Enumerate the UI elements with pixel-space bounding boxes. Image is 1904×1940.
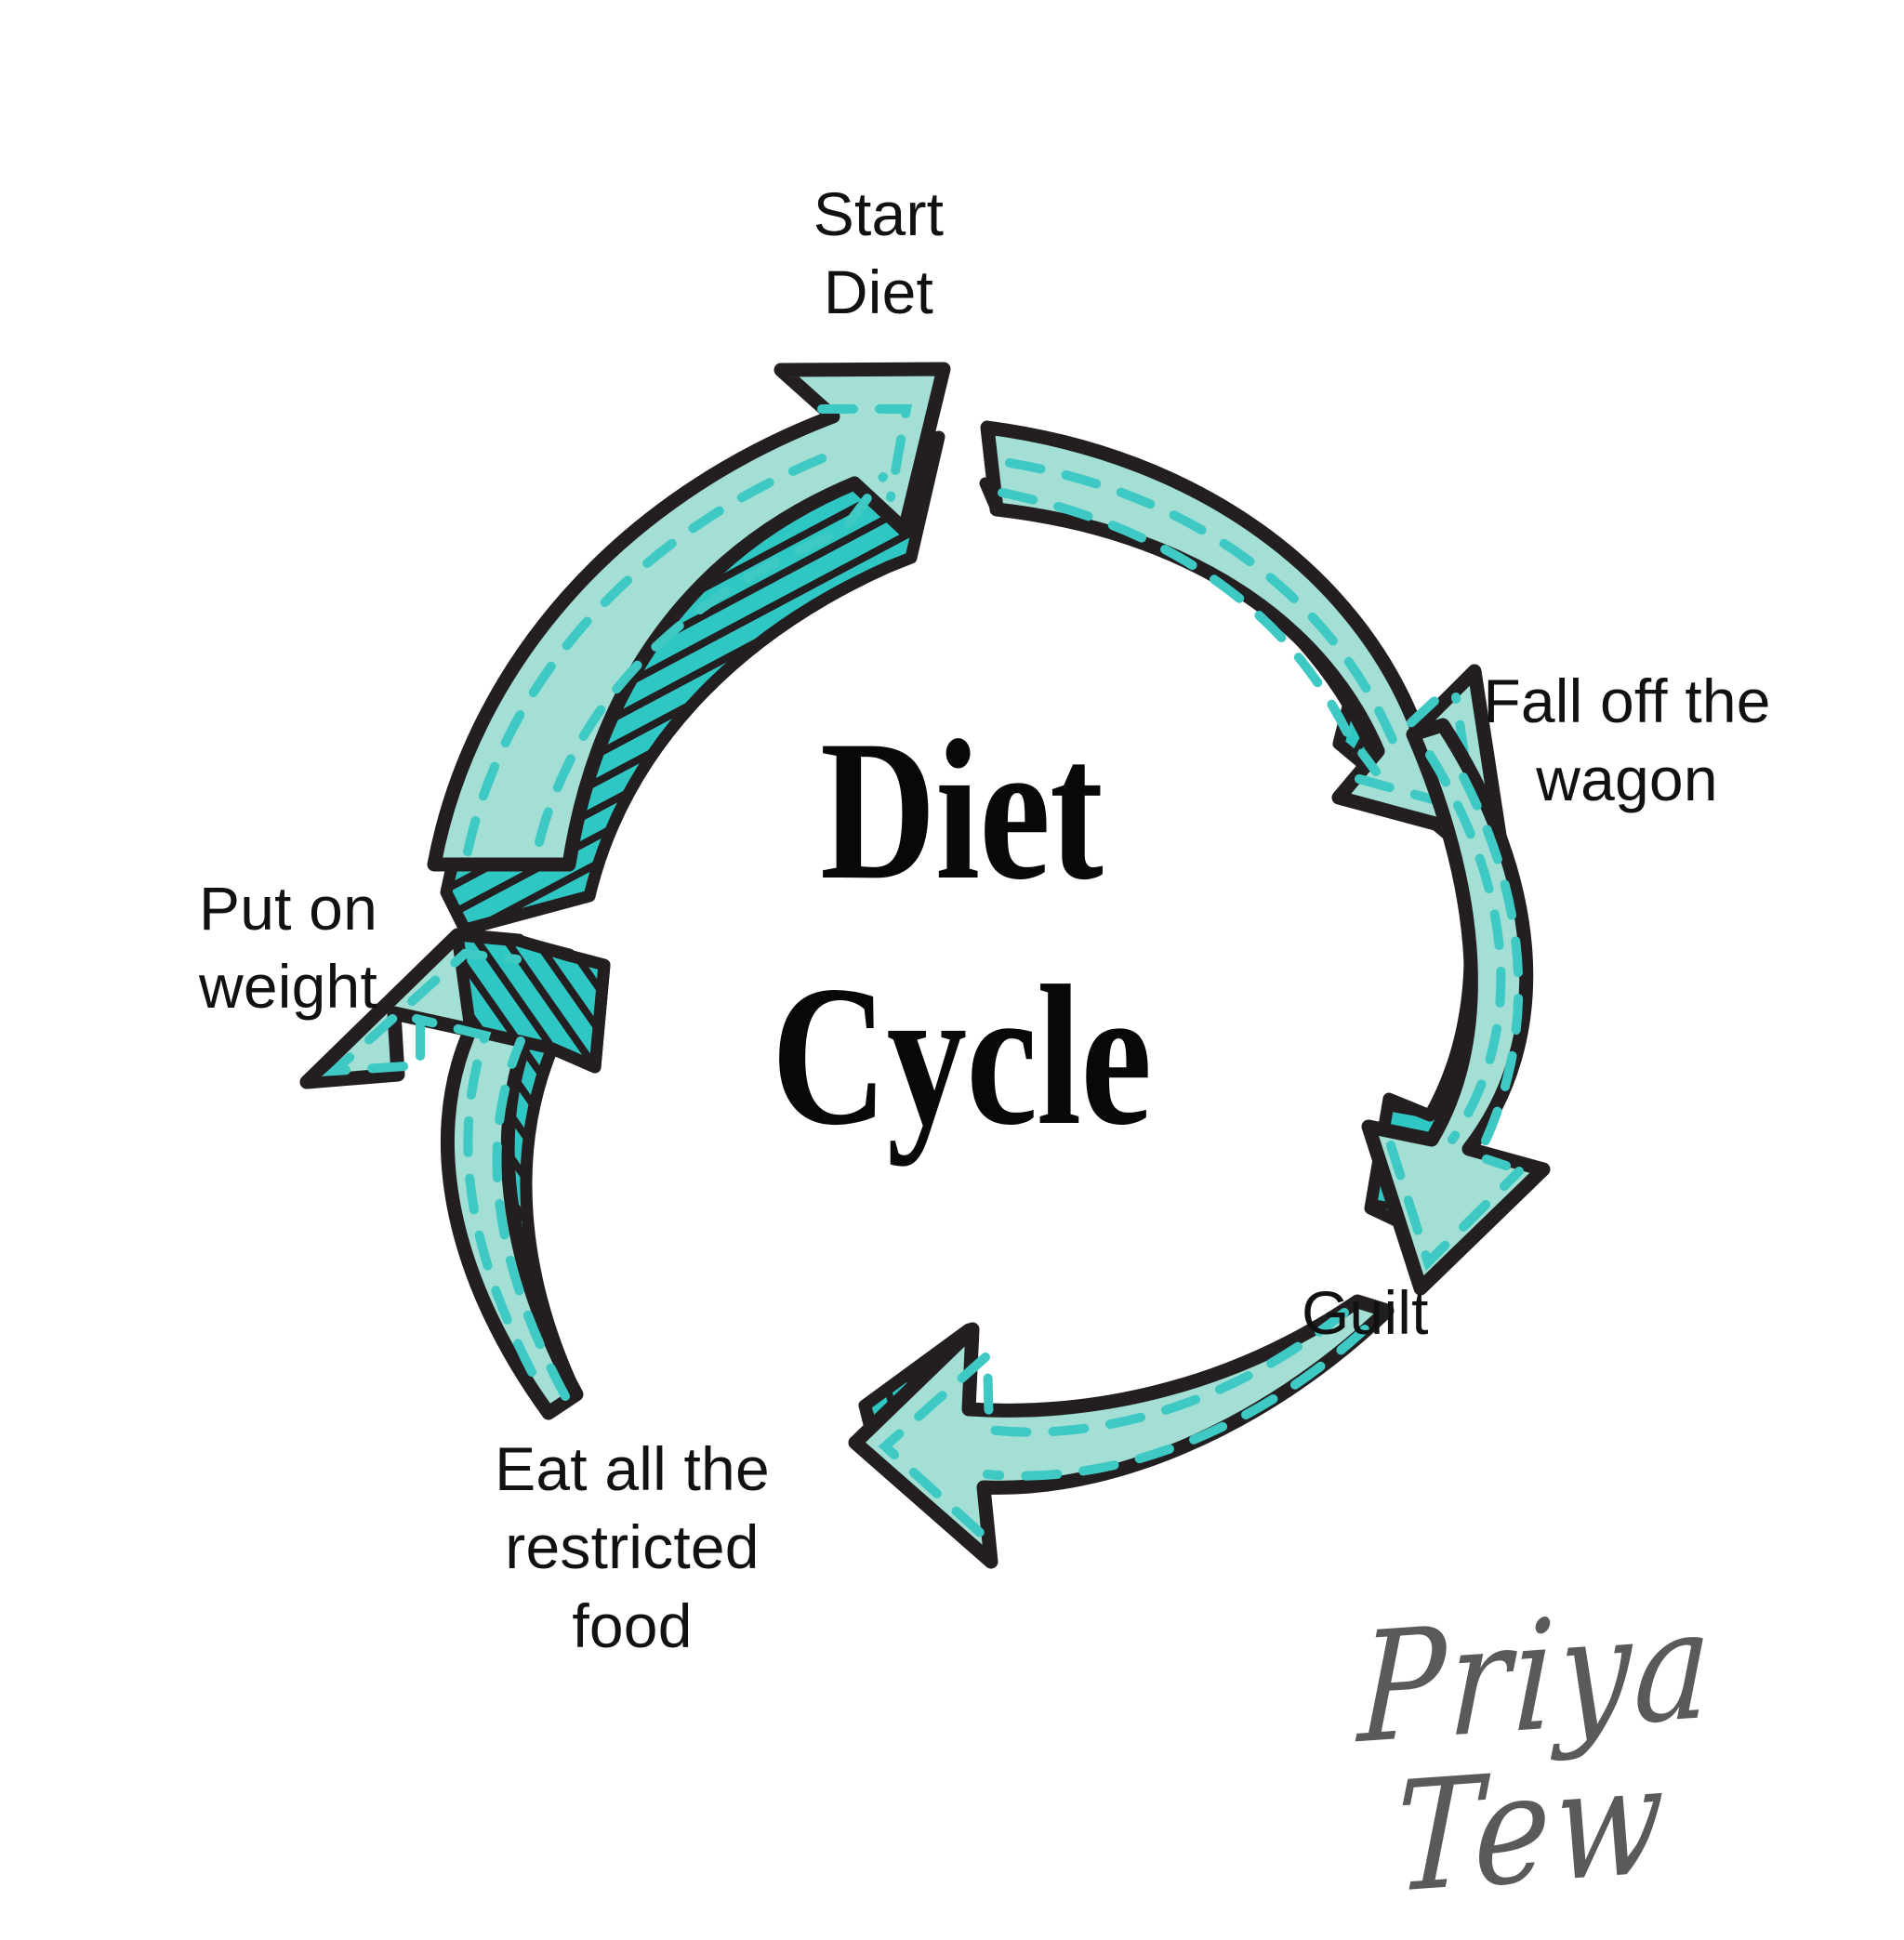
cycle-label-fall-off-the-wagon: Fall off the wagon <box>1483 666 1771 814</box>
arrow-dash-line-inner <box>983 1308 1349 1437</box>
arrow-dash-line <box>983 1325 1369 1481</box>
arrow-dash-head <box>321 948 522 1076</box>
cycle-label-guilt: Guilt <box>1302 1278 1429 1347</box>
arrow-dash-line <box>492 1036 570 1401</box>
arrow-dash-head <box>817 404 912 502</box>
arrow-dash-line <box>463 447 843 856</box>
arrow-left-up <box>299 928 611 1420</box>
cycle-label-eat-all-the-restricted-food: Eat all the restricted food <box>495 1434 770 1660</box>
arrow-dash-line-inner <box>412 1014 536 1377</box>
arrow-bottom-left <box>848 1294 1395 1569</box>
arrow-dash-line-inner <box>535 472 888 847</box>
arrow-dash-line <box>1005 458 1451 748</box>
arrow-dash-line-inner <box>1459 772 1524 1170</box>
cycle-label-start-diet: Start Diet <box>813 179 945 327</box>
center-title-line-2: Cycle <box>771 944 1152 1167</box>
arrow-dash-head <box>878 1353 992 1544</box>
arrow-dash-line-inner <box>998 488 1381 776</box>
arrow-dash-line <box>1425 750 1506 1144</box>
arrow-dash-head <box>1386 1141 1524 1272</box>
arrow-body <box>1361 718 1551 1296</box>
cycle-label-put-on-weight: Put on weight <box>198 874 377 1022</box>
arrow-top-left-up <box>427 362 951 936</box>
arrow-body <box>427 362 951 872</box>
center-title-line-1: Diet <box>820 699 1104 921</box>
arrow-right-down <box>1361 718 1551 1296</box>
center-title: Diet Cycle <box>731 688 1192 1178</box>
signature-priya-tew: Priya Tew <box>1355 1575 1718 1927</box>
